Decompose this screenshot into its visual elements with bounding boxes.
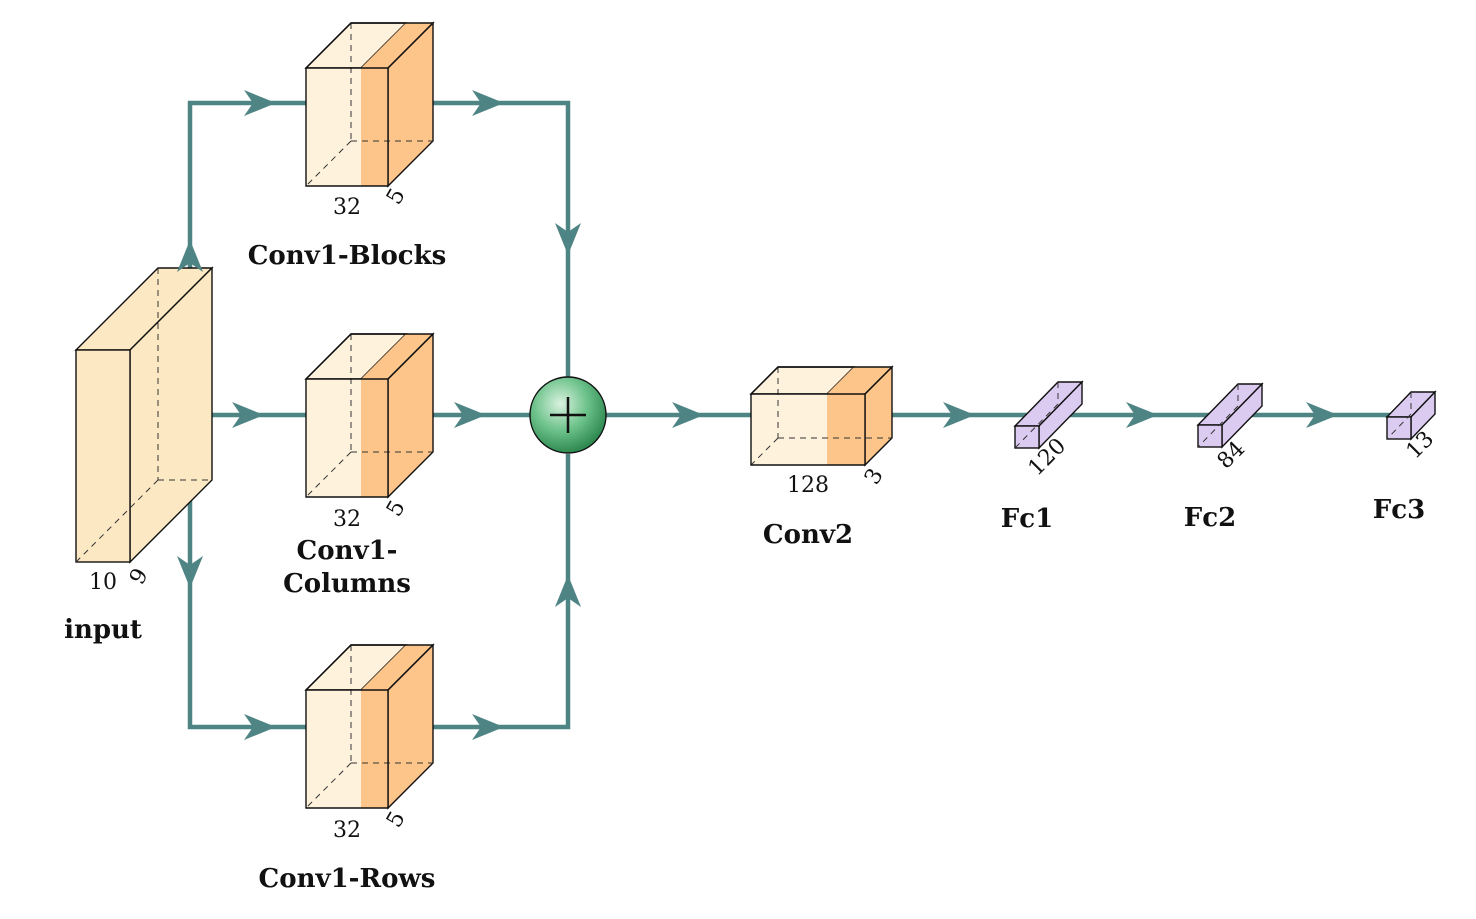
input-label: input	[64, 615, 142, 645]
conv1-columns-dim-b: 5	[382, 496, 411, 521]
conv2-dim-a: 128	[787, 473, 829, 498]
conv2-block	[749, 365, 894, 467]
conv2-front-dark	[827, 394, 865, 465]
fc3-label: Fc3	[1373, 495, 1425, 525]
conv1-columns-front-light	[306, 379, 361, 497]
arrowhead-icon	[555, 223, 581, 255]
conv1-rows-top-dark	[361, 645, 433, 690]
conv1-blocks-dim-b: 5	[382, 184, 411, 209]
fc2-block	[1196, 382, 1264, 449]
arrowhead-icon	[244, 90, 276, 116]
conv1-blocks-label: Conv1-Blocks	[248, 241, 447, 271]
conv1-blocks-top-dark	[361, 23, 433, 68]
conv1-columns-label-line1: Conv1-	[297, 536, 398, 566]
arrowhead-icon	[672, 402, 704, 428]
arrowhead-icon	[232, 402, 264, 428]
arrowheads	[177, 90, 1338, 740]
conv1-blocks-dim-a: 32	[333, 195, 361, 220]
conv1-rows-label: Conv1-Rows	[259, 864, 436, 894]
conv1-rows-front-dark	[361, 690, 388, 808]
sum-node	[529, 376, 607, 454]
arrowhead-icon	[244, 714, 276, 740]
plus-icon	[550, 397, 586, 433]
fc3-front	[1386, 416, 1412, 440]
input-dim-depth: 9	[125, 564, 154, 589]
conv1-rows-dim-a: 32	[333, 818, 361, 843]
arrowhead-icon	[454, 402, 486, 428]
conv1-columns-label-line2: Columns	[283, 569, 411, 599]
conv1-blocks-front-light	[306, 68, 361, 186]
fc2-front	[1197, 424, 1223, 448]
conv1-blocks-block	[304, 21, 435, 188]
conv1-columns-top-dark	[361, 334, 433, 379]
conv1-rows-block	[304, 643, 435, 810]
arrowhead-icon	[943, 402, 975, 428]
conv2-dim-b: 3	[860, 464, 889, 489]
input-dim-width: 10	[89, 570, 117, 595]
fc3-block	[1385, 390, 1437, 441]
conv2-top-dark	[827, 367, 892, 394]
arrowhead-icon	[177, 556, 203, 588]
fc1-front	[1014, 425, 1040, 449]
fc1-block	[1013, 380, 1084, 450]
input-block	[74, 266, 214, 564]
conv1-rows-front-light	[306, 690, 361, 808]
edge-rows-to-sum	[410, 454, 571, 730]
arrowhead-icon	[555, 575, 581, 607]
conv2-label: Conv2	[763, 520, 853, 550]
conv1-columns-front-dark	[361, 379, 388, 497]
arrowhead-icon	[1126, 402, 1158, 428]
conv2-front-light	[751, 394, 827, 465]
edge-input-to-rows	[187, 415, 328, 730]
fc2-label: Fc2	[1184, 503, 1236, 533]
conv1-columns-dim-a: 32	[333, 507, 361, 532]
edge-blocks-to-sum	[410, 100, 571, 378]
arrowhead-icon	[177, 240, 203, 272]
conv1-blocks-front-dark	[361, 68, 388, 186]
conv1-rows-dim-b: 5	[382, 807, 411, 832]
fc1-label: Fc1	[1001, 504, 1053, 534]
arrowhead-icon	[472, 714, 504, 740]
arrowhead-icon	[1306, 402, 1338, 428]
arrowhead-icon	[472, 90, 504, 116]
conv1-columns-block	[304, 332, 435, 499]
